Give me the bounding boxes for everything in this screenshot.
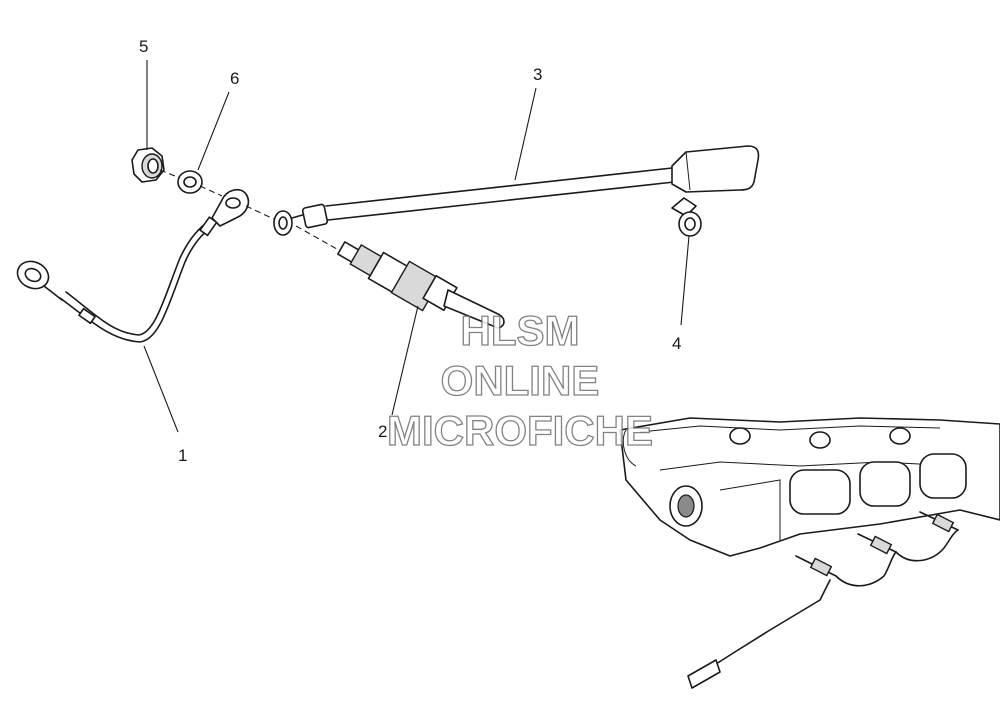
part-6-washer: [177, 170, 203, 194]
callout-3: 3: [533, 65, 542, 84]
part-1-ground-wire: [16, 188, 250, 343]
callout-2: 2: [378, 422, 387, 441]
watermark-line-3: MICROFICHE: [387, 407, 653, 454]
callout-6: 6: [230, 69, 239, 88]
callout-1: 1: [178, 446, 187, 465]
watermark-line-2: ONLINE: [441, 357, 600, 404]
callout-5: 5: [139, 37, 148, 56]
part-2-glow-plug: [337, 241, 505, 329]
engine-block-inset: [619, 417, 1000, 689]
watermark-line-1: HLSM: [461, 307, 580, 354]
watermark: HLSM ONLINE MICROFICHE: [386, 306, 653, 454]
leader-lines: [143, 60, 690, 433]
part-5-nut: [131, 147, 165, 183]
callout-4: 4: [672, 334, 681, 353]
part-3-harness-lead: [273, 145, 760, 237]
